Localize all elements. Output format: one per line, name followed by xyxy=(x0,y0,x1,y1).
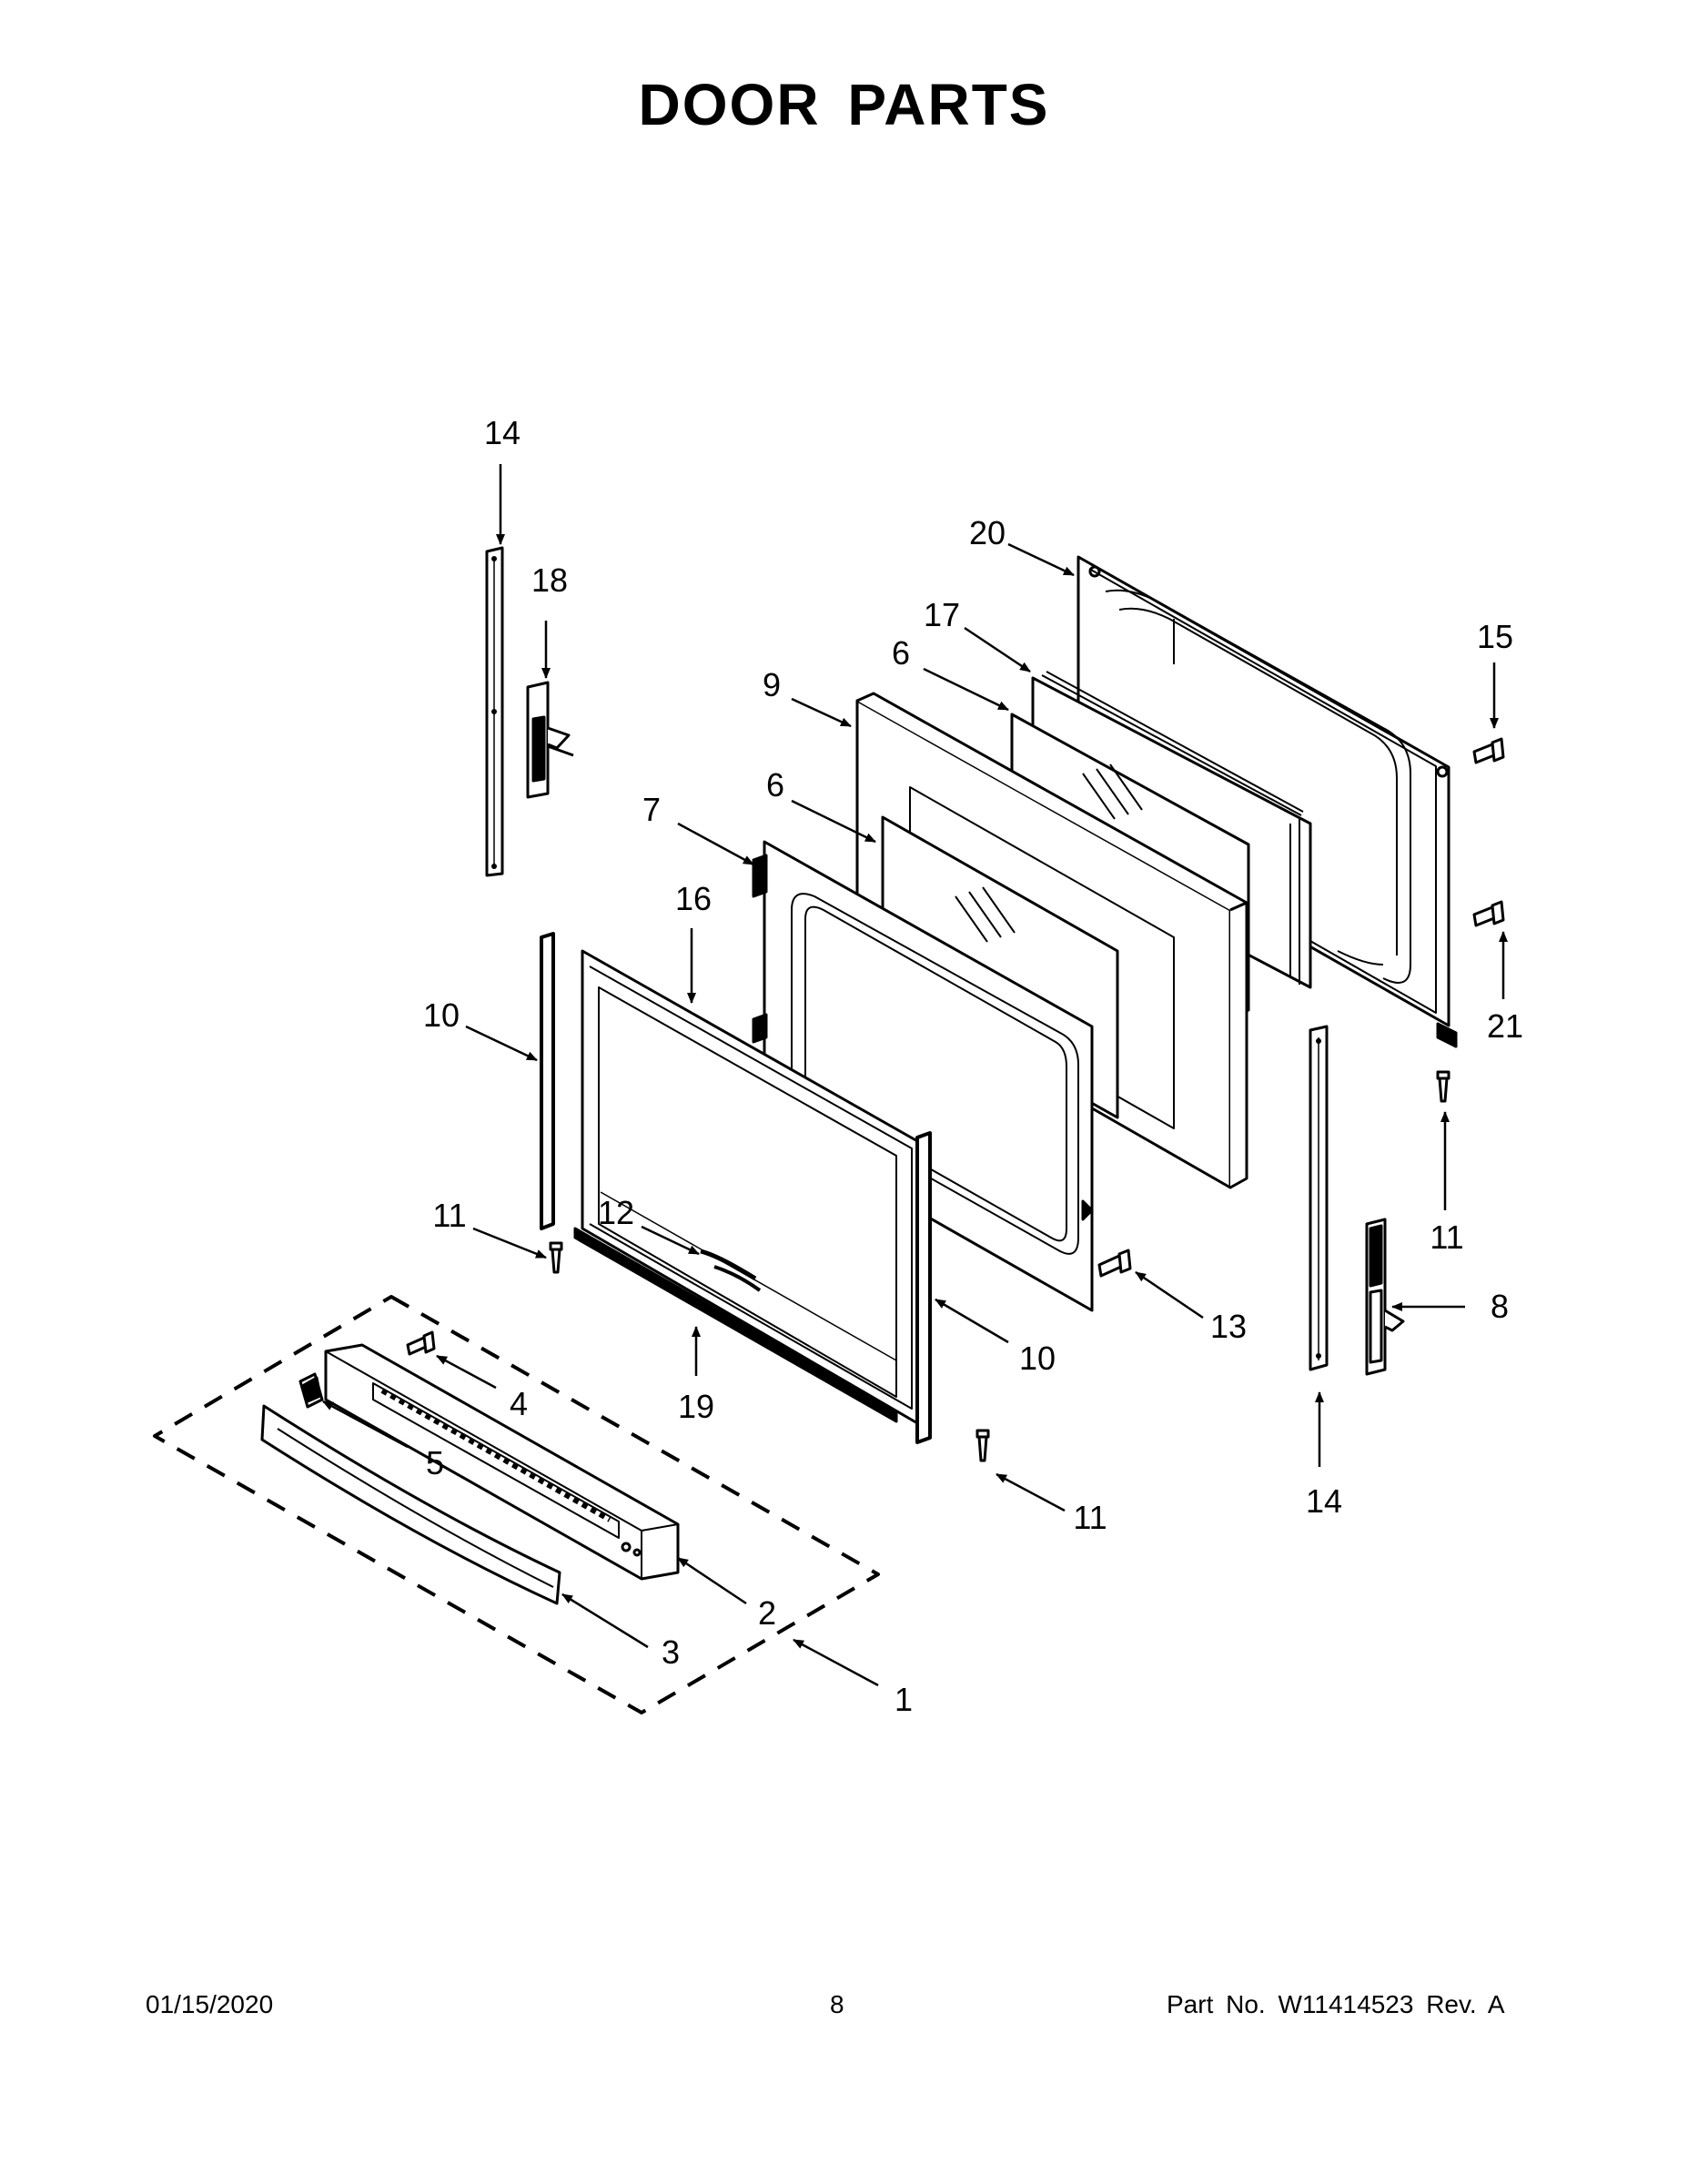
leader-3 xyxy=(561,1592,649,1649)
callout-10-left: 10 xyxy=(423,996,460,1034)
leader-12 xyxy=(641,1225,700,1256)
callout-6-rear: 6 xyxy=(892,634,910,672)
footer-part-number: Part No. W11414523 Rev. A xyxy=(1167,1990,1505,2018)
leader-6-front xyxy=(791,799,876,844)
handle-assembly-outline xyxy=(153,1295,880,1714)
hinge-left-part xyxy=(526,681,574,799)
callout-13: 13 xyxy=(1210,1308,1247,1345)
callout-8: 8 xyxy=(1491,1288,1509,1325)
callout-4: 4 xyxy=(510,1385,528,1422)
leader-6-rear xyxy=(923,667,1009,712)
callout-18: 18 xyxy=(531,561,568,599)
leader-11-left xyxy=(472,1227,547,1259)
callout-2: 2 xyxy=(758,1594,776,1632)
callout-11-left: 11 xyxy=(432,1197,466,1234)
control-panel-part xyxy=(324,1343,680,1581)
callout-16: 16 xyxy=(675,880,712,917)
leader-1 xyxy=(793,1638,879,1687)
leader-9 xyxy=(791,697,852,728)
leader-5 xyxy=(322,1400,409,1449)
screws xyxy=(406,737,1505,1462)
callout-14-right: 14 xyxy=(1306,1482,1342,1520)
side-trim-right-part xyxy=(915,1131,932,1444)
leader-13 xyxy=(1135,1270,1204,1320)
callout-11-right: 11 xyxy=(1430,1218,1463,1256)
handle-endcap-part xyxy=(298,1372,324,1409)
door-bottom-trim-part xyxy=(573,1227,898,1423)
leader-10-left xyxy=(465,1025,538,1062)
callout-21: 21 xyxy=(1487,1007,1523,1045)
callout-19: 19 xyxy=(678,1388,714,1425)
callout-15: 15 xyxy=(1477,618,1513,655)
whirlpool-logo-badge xyxy=(700,1249,762,1292)
leader-7 xyxy=(677,822,754,866)
callout-7: 7 xyxy=(642,791,661,828)
callout-6-front: 6 xyxy=(766,766,784,804)
hinge-right-part xyxy=(1365,1218,1405,1376)
leader-11-bottom xyxy=(996,1472,1066,1512)
callout-3: 3 xyxy=(662,1633,680,1671)
hinge-receiver-right-part xyxy=(1309,1025,1329,1371)
callout-9: 9 xyxy=(763,666,781,703)
footer-page-number: 8 xyxy=(830,1990,844,2018)
page-title: DOOR PARTS xyxy=(638,72,1050,137)
callout-10-right: 10 xyxy=(1019,1340,1056,1377)
callout-12: 12 xyxy=(598,1194,634,1231)
leader-10-right xyxy=(935,1298,1009,1344)
door-handle-part xyxy=(260,1404,561,1605)
leader-2 xyxy=(677,1556,747,1605)
footer-date: 01/15/2020 xyxy=(146,1990,274,2018)
callout-5: 5 xyxy=(426,1444,444,1481)
side-trim-left-part xyxy=(540,932,555,1230)
callout-17: 17 xyxy=(924,596,960,633)
hinge-receiver-left-part xyxy=(485,546,504,877)
leader-20 xyxy=(1007,542,1075,577)
callout-14-left: 14 xyxy=(484,414,521,451)
leader-4 xyxy=(436,1354,497,1390)
leader-17 xyxy=(964,626,1031,673)
inner-door-panel-part xyxy=(1076,555,1458,1048)
callout-11-bottom: 11 xyxy=(1073,1499,1107,1536)
callout-20: 20 xyxy=(969,514,1006,551)
callout-1: 1 xyxy=(895,1681,913,1718)
